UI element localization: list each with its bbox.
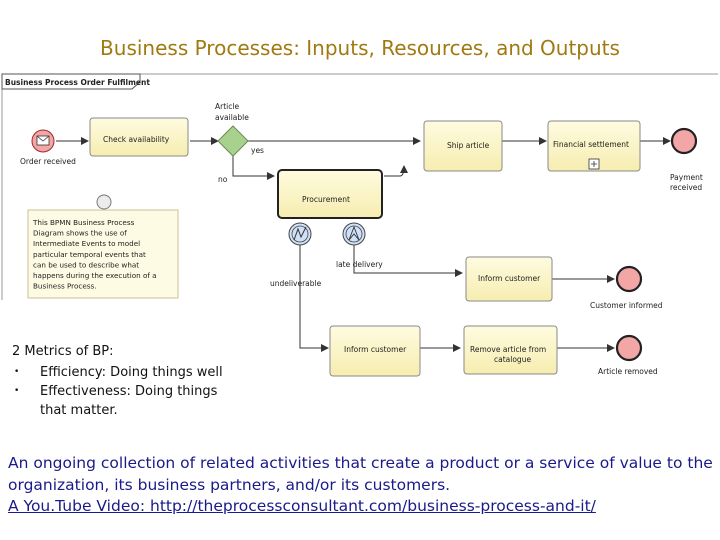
note-line: Diagram shows the use of [33, 229, 127, 238]
order-received-label: Order received [20, 157, 76, 166]
customer-informed-label: Customer informed [590, 301, 663, 310]
task-check-availability-label: Check availability [103, 135, 170, 144]
gateway-article-available: Article available [215, 102, 249, 157]
note-line: This BPMN Business Process [32, 218, 135, 227]
bp-definition: An ongoing collection of related activit… [8, 454, 713, 494]
flow-gateway-to-procurement [232, 156, 275, 180]
sequence-flows [56, 137, 671, 352]
payment-received-event: Payment received [670, 127, 703, 192]
envelope-icon [36, 135, 50, 146]
customer-informed-event: Customer informed [590, 265, 663, 310]
metric-effectiveness: Effectiveness: Doing things that matter. [14, 382, 258, 420]
task-procurement: Procurement [277, 169, 383, 219]
flow-label-yes: yes [251, 146, 264, 155]
gateway-label-line2: available [215, 113, 249, 122]
task-inform-customer-bottom-label: Inform customer [344, 345, 407, 354]
escalation-icon [348, 225, 360, 241]
gateway-label-line1: Article [215, 102, 239, 111]
metrics-list: Efficiency: Doing things well Effectiven… [8, 363, 258, 420]
metrics-title: 2 Metrics of BP: [12, 344, 114, 359]
note-line: happens during the execution of a [33, 271, 157, 280]
flow-undeliverable [299, 238, 329, 352]
task-procurement-label: Procurement [302, 195, 350, 204]
article-removed-event: Article removed [598, 334, 658, 376]
flow-procurement-to-ship [384, 165, 408, 177]
article-removed-label: Article removed [598, 367, 658, 376]
boundary-event-undeliverable [288, 222, 312, 246]
task-financial-settlement: Financial settlement [547, 120, 641, 172]
diagram-frame-label: Business Process Order Fulfilment [5, 78, 150, 87]
note-line: can be used to describe what [33, 260, 139, 269]
task-inform-customer-top-label: Inform customer [478, 274, 541, 283]
flow-label-undeliverable: undeliverable [270, 279, 322, 288]
slide-title: Business Processes: Inputs, Resources, a… [100, 36, 620, 60]
metric-efficiency: Efficiency: Doing things well [14, 363, 258, 382]
subprocess-plus-icon [588, 158, 600, 170]
metric-effectiveness-line2: that matter. [40, 403, 118, 418]
note-anchor-circle [96, 194, 112, 210]
payment-received-label-1: Payment [670, 173, 703, 182]
task-financial-settlement-label: Financial settlement [553, 140, 629, 149]
diagram-frame: Business Process Order Fulfilment [1, 73, 718, 300]
task-remove-article-label-1: Remove article from [470, 345, 546, 354]
task-remove-article: Remove article from catalogue [463, 325, 558, 375]
youtube-video-link[interactable]: A You.Tube Video: http://theprocessconsu… [8, 497, 596, 515]
payment-received-label-2: received [670, 183, 702, 192]
task-ship-article-label: Ship article [447, 141, 490, 150]
flow-label-late-delivery: late delivery [336, 260, 383, 269]
note-line: Intermediate Events to model [33, 239, 140, 248]
bpmn-diagram: Business Process Order Fulfilment Order … [1, 73, 718, 377]
order-received-event: Order received [20, 129, 76, 166]
task-inform-customer-top: Inform customer [465, 256, 553, 302]
task-ship-article: Ship article [423, 120, 503, 172]
task-check-availability: Check availability [89, 117, 189, 157]
note-line: Business Process. [33, 282, 97, 291]
note-line: particular temporal events that [33, 250, 146, 259]
task-inform-customer-bottom: Inform customer [329, 325, 421, 377]
task-remove-article-label-2: catalogue [494, 355, 531, 364]
metrics-box: 2 Metrics of BP: Efficiency: Doing thing… [8, 344, 258, 420]
metric-effectiveness-line1: Effectiveness: Doing things [40, 384, 218, 399]
flow-label-no: no [218, 175, 228, 184]
error-bolt-icon [293, 226, 307, 241]
flow-late-delivery [353, 238, 463, 277]
boundary-event-late-delivery [342, 222, 366, 246]
